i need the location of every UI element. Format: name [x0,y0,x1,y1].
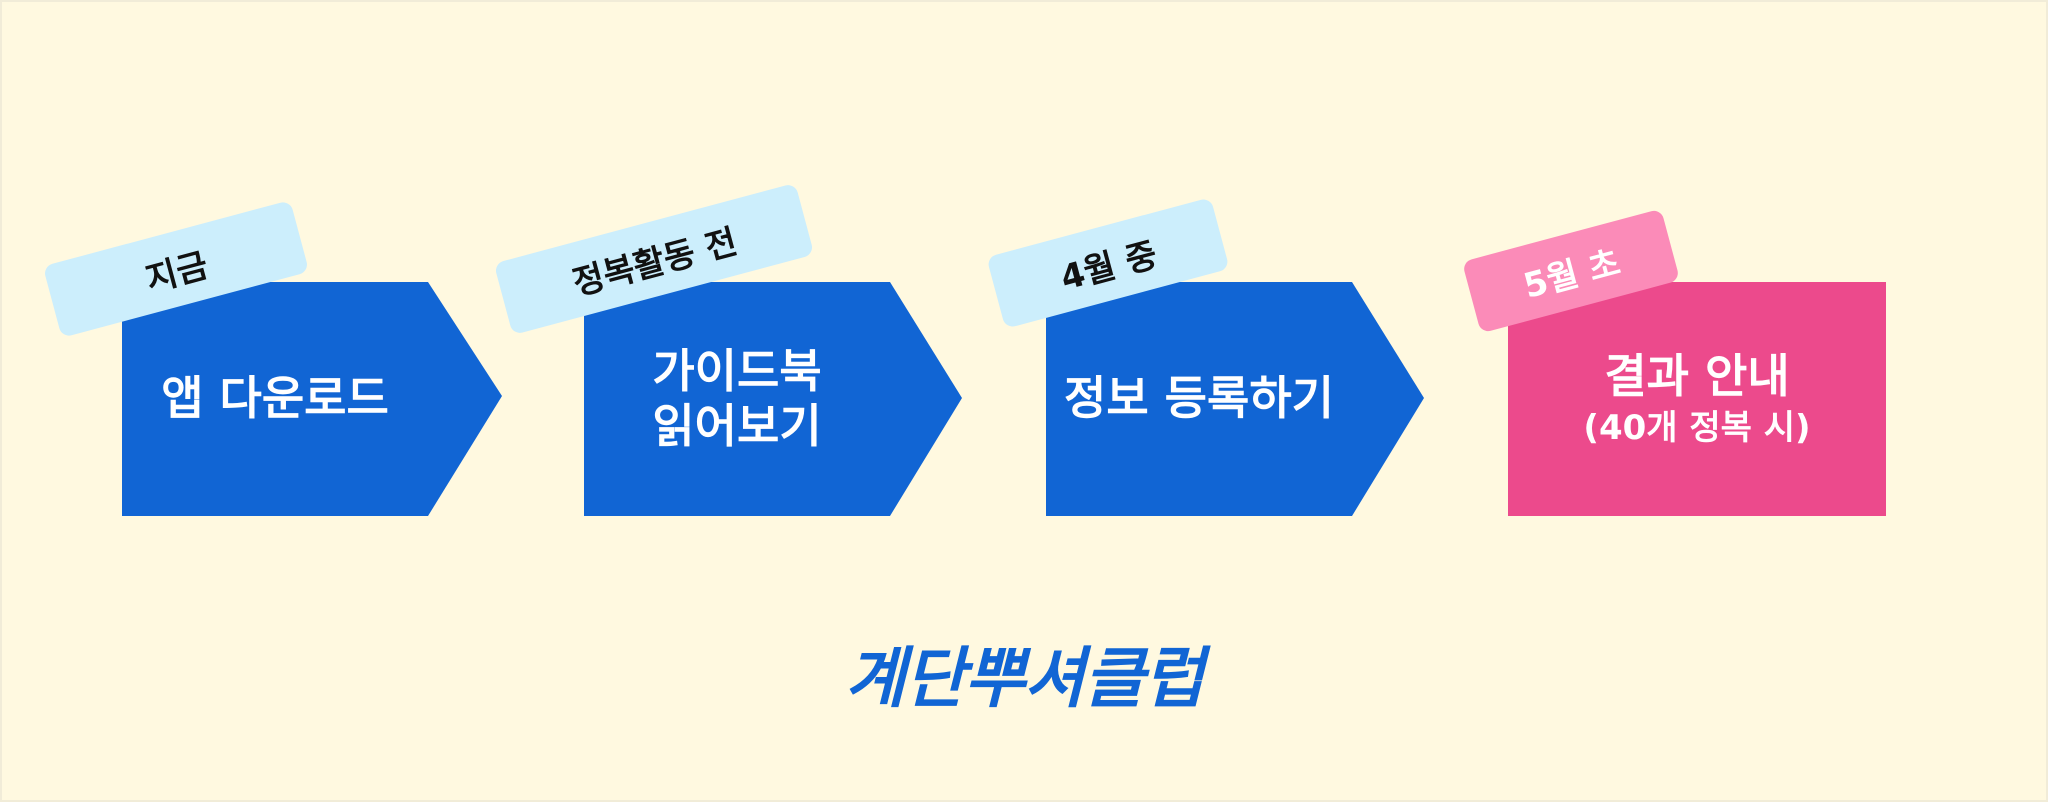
step-read-guidebook: 가이드북 읽어보기 [584,282,962,516]
step-2-label-line-1: 가이드북 [652,343,822,398]
step-4-text: 결과 안내 (40개 정복 시) [1508,282,1886,516]
step-4-box-shape [1508,282,1886,516]
step-2-text: 가이드북 읽어보기 [584,282,890,516]
step-register-info: 정보 등록하기 [1046,282,1424,516]
step-2-label-line-2: 읽어보기 [652,399,822,453]
step-result-notice: 결과 안내 (40개 정복 시) [1508,282,1886,516]
brand-logo: 계단뿌셔클럽 [844,640,1204,717]
step-1-text: 앱 다운로드 [122,282,428,516]
step-4-sublabel: (40개 정복 시) [1583,408,1811,449]
step-3-label: 정보 등록하기 [1064,371,1334,426]
step-1-label: 앱 다운로드 [161,371,389,426]
step-3-text: 정보 등록하기 [1046,282,1352,516]
step-2-arrow-shape [584,282,962,516]
step-4-label: 결과 안내 [1604,349,1790,403]
step-1-arrow-shape [122,282,502,516]
step-3-arrow-shape [1046,282,1424,516]
step-app-download: 앱 다운로드 [122,282,502,516]
